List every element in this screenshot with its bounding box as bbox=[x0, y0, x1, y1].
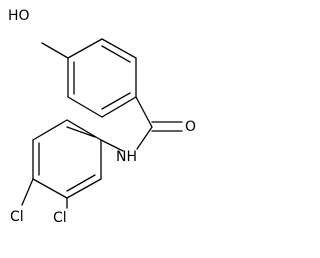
dichlorophenyl-ring bbox=[32, 119, 102, 199]
amide-nh-label: NH bbox=[116, 149, 137, 165]
structure-canvas: HO O NH Cl Cl bbox=[8, 8, 196, 226]
oxygen-label: O bbox=[185, 119, 196, 135]
ring-bond bbox=[32, 119, 68, 141]
ring-bond bbox=[66, 178, 102, 199]
ring-bond bbox=[101, 96, 137, 118]
chloro-bond bbox=[21, 178, 34, 206]
n-aryl-bond bbox=[100, 139, 124, 152]
hydroxyl-label: HO bbox=[8, 8, 30, 24]
chlorine-label: Cl bbox=[10, 209, 24, 225]
hydroxyphenyl-ring bbox=[67, 38, 137, 118]
amide-cn-bond bbox=[136, 126, 153, 150]
ring-double-bond bbox=[66, 126, 96, 138]
aryl-carbonyl-bond bbox=[135, 96, 153, 128]
ring-bond bbox=[101, 38, 137, 59]
ring-double-bond bbox=[101, 92, 131, 110]
ring-bond bbox=[66, 119, 102, 141]
chlorine-label: Cl bbox=[53, 210, 67, 226]
ring-bond bbox=[32, 178, 68, 199]
ring-bond bbox=[67, 96, 103, 118]
molecule-diagram: HO O NH Cl Cl bbox=[8, 8, 196, 226]
ring-double-bond bbox=[101, 45, 131, 63]
ring-bond bbox=[67, 38, 103, 59]
hydroxyl-bond bbox=[41, 42, 69, 59]
ring-double-bond bbox=[66, 174, 96, 192]
